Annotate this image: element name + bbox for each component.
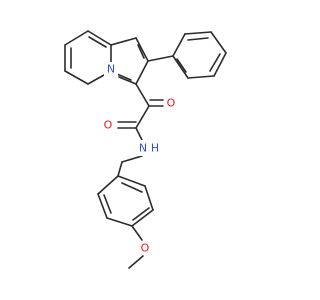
methoxy-group	[128, 225, 144, 269]
label-o-amide: O	[104, 119, 113, 132]
phenyl-ring	[147, 31, 227, 79]
oxoacetamide-chain	[117, 83, 164, 141]
structure-diagram: N O O N H O	[64, 30, 227, 269]
benzyl-linker	[117, 155, 143, 177]
label-o-keto: O	[167, 97, 176, 110]
atom-o-amide: O	[101, 118, 115, 132]
molecule-drawing: N O O N H O	[64, 30, 227, 269]
label-h-amide: H	[151, 142, 159, 155]
atom-o-methoxy: O	[138, 241, 152, 255]
label-o-methoxy: O	[141, 242, 150, 255]
pyrrole-ring	[110, 37, 149, 85]
atom-n-ring: N	[104, 62, 118, 76]
methoxyphenyl-ring	[97, 175, 154, 227]
atom-n-amide: N H	[136, 140, 162, 156]
label-n-amide: N	[139, 142, 147, 155]
atom-o-keto: O	[164, 96, 178, 110]
label-n-ring: N	[107, 63, 115, 76]
pyridine-ring	[64, 30, 112, 85]
